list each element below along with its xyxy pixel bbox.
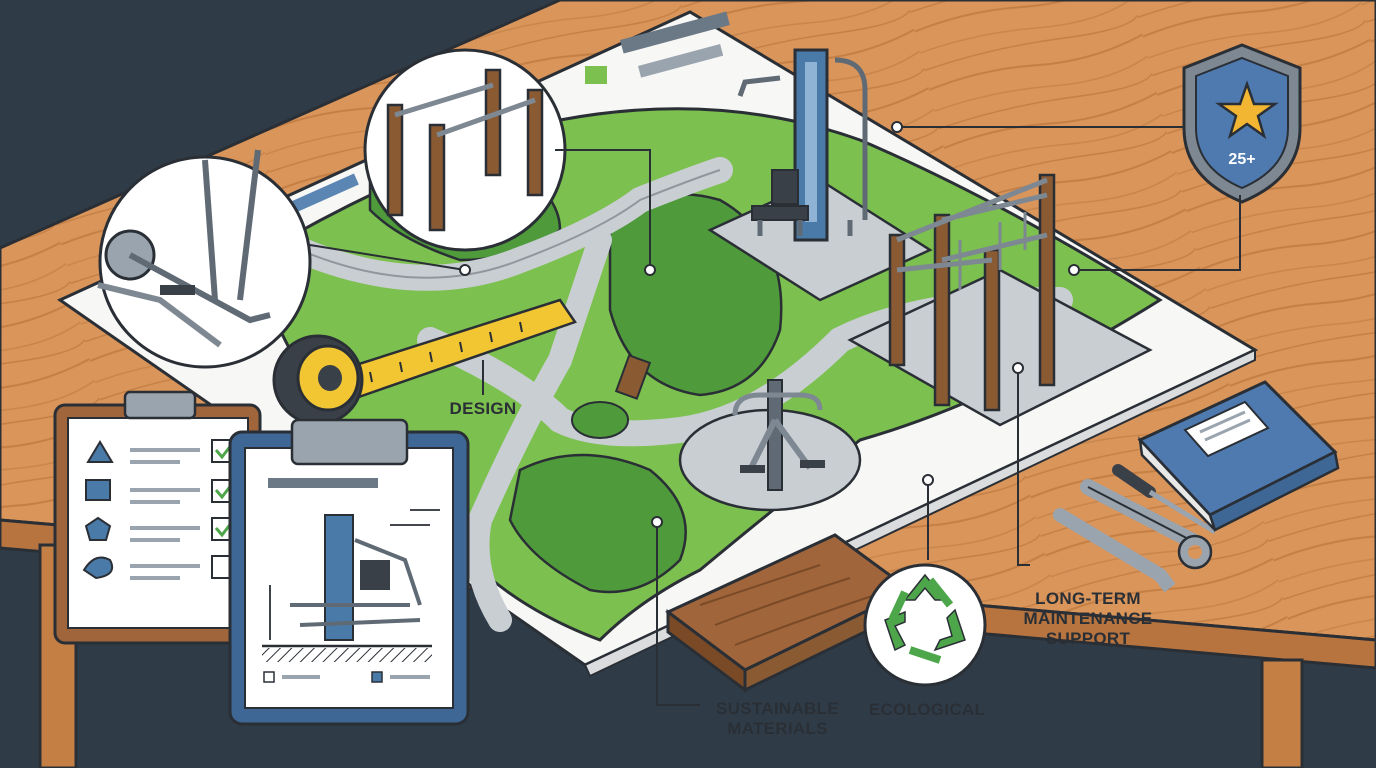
air-walker [732, 379, 825, 491]
manual-book-icon [1137, 380, 1340, 532]
wrench-icon [1053, 479, 1213, 593]
elliptical-trainer-icon [97, 149, 312, 369]
label-design-text: DESIGN [449, 399, 517, 418]
label-long-term-maintenance: LONG-TERM MAINTENANCE SUPPORT [1008, 589, 1168, 649]
pull-up-bar-icon [363, 48, 567, 252]
label-sustainable-line2: MATERIALS [727, 719, 828, 738]
label-maintenance-line2: MAINTENANCE [1023, 609, 1153, 628]
label-maintenance-line3: SUPPORT [1045, 629, 1131, 648]
leader-dots [459, 121, 1080, 528]
label-ecological-text: ECOLOGICAL [868, 700, 986, 719]
label-design: DESIGN [418, 399, 548, 419]
label-ecological: ECOLOGICAL [862, 700, 992, 720]
blueprint-clipboard-icon [228, 418, 470, 726]
badge-text: 25+ [1228, 151, 1255, 168]
leader-lines [309, 126, 1241, 706]
screwdriver-icon [1112, 464, 1217, 535]
lat-pulldown-station [737, 48, 868, 242]
recycle-icon [863, 563, 987, 687]
clipboard-checklist-icon [53, 390, 262, 645]
label-maintenance-line1: LONG-TERM [1035, 589, 1141, 608]
label-sustainable-materials: SUSTAINABLE MATERIALS [690, 699, 865, 739]
label-sustainable-line1: SUSTAINABLE [716, 699, 839, 718]
shield-star-icon [1182, 43, 1302, 204]
tape-measure-icon [272, 298, 577, 426]
pull-up-rig [888, 173, 1056, 412]
